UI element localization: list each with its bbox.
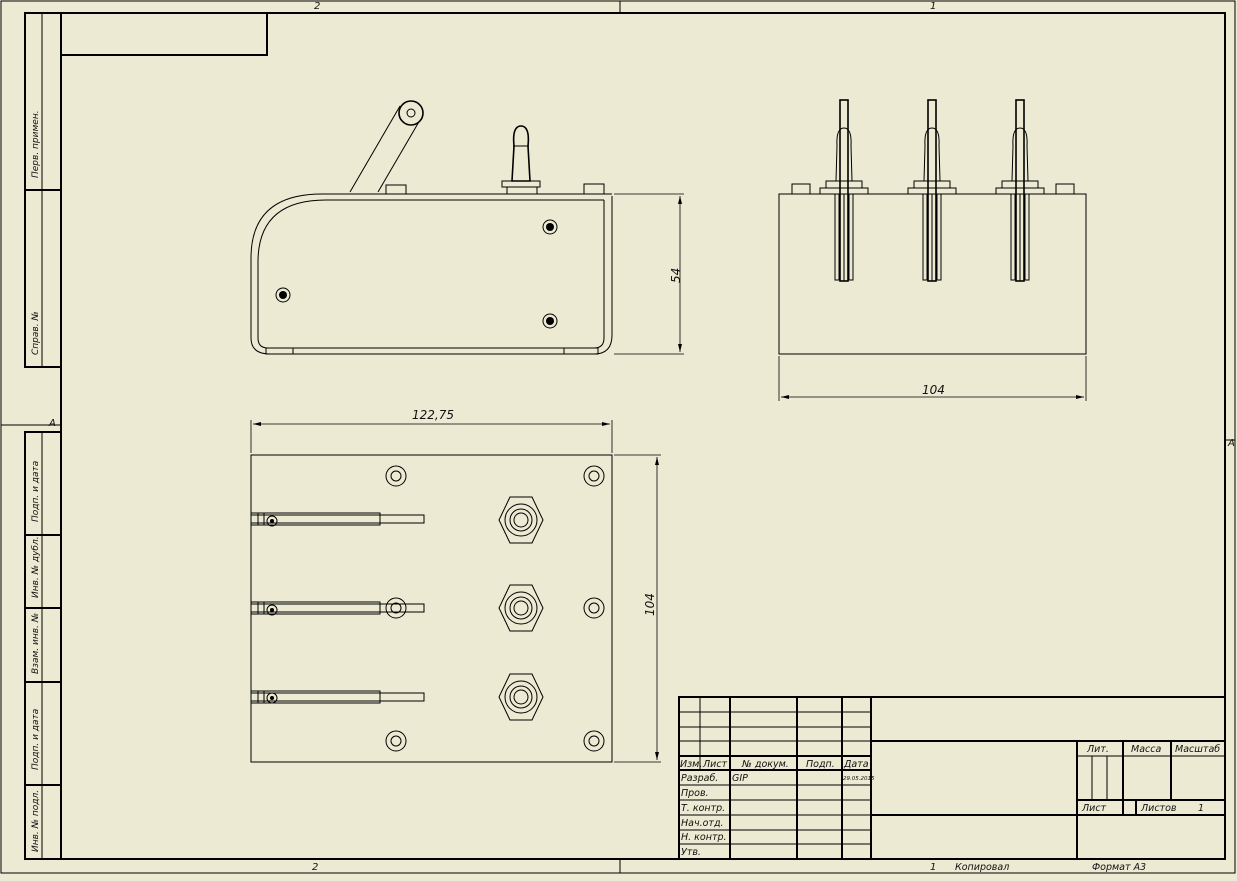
dimension-top-height <box>614 454 661 763</box>
dimension-side-width <box>778 356 1087 401</box>
side-label-podp-data-2: Подп. и дата <box>31 709 41 770</box>
toggle-switch-front <box>501 125 541 195</box>
title-block <box>678 696 1226 860</box>
side-label-inv-podl: Инв. № подл. <box>31 790 41 852</box>
side-lever-1 <box>819 99 869 282</box>
dimension-front-height <box>614 193 684 355</box>
dimension-104-side: 104 <box>922 383 945 397</box>
tb-row-n-kontr: Н. контр. <box>681 832 727 843</box>
tb-header-list: Лист <box>702 759 728 770</box>
tb-row-razrab: Разраб. <box>681 773 718 784</box>
tb-lit-label: Лит. <box>1086 744 1109 755</box>
tb-header-data: Дата <box>843 759 869 770</box>
tb-header-podp: Подп. <box>806 759 835 770</box>
tb-row-razrab-name: GIP <box>732 773 748 784</box>
zone-top-right: 1 <box>930 1 936 12</box>
side-label-sprav-no: Справ. № <box>31 311 41 355</box>
top-lever-2 <box>250 601 425 616</box>
tb-header-izm: Изм. <box>680 759 702 770</box>
side-view <box>778 99 1087 355</box>
side-label-podp-data-1: Подп. и дата <box>31 461 41 522</box>
zone-side-left: A <box>48 418 56 429</box>
side-label-perv-primen: Перв. примен. <box>31 110 41 178</box>
dimension-top-width <box>250 420 613 453</box>
tb-header-no-dokum: № докум. <box>741 759 789 770</box>
dimension-54: 54 <box>669 268 683 283</box>
zone-bottom-left: 2 <box>312 862 318 873</box>
hex-nut-3 <box>498 673 544 721</box>
zone-bottom-right: 1 <box>930 862 936 873</box>
tb-scale-label: Масштаб <box>1175 744 1220 755</box>
top-lever-1 <box>250 512 425 527</box>
zone-top-left: 2 <box>314 1 320 12</box>
side-column-upper <box>24 12 62 368</box>
top-view <box>250 454 613 763</box>
side-lever-3 <box>995 99 1045 282</box>
tb-sheet-label: Лист <box>1081 803 1107 814</box>
side-column-lower <box>24 431 62 860</box>
front-view <box>250 100 613 355</box>
tb-mass-label: Масса <box>1131 744 1161 755</box>
format-label: Формат А3 <box>1092 862 1146 873</box>
tb-row-prov: Пров. <box>681 788 709 799</box>
tb-row-nach-otd: Нач.отд. <box>681 818 724 829</box>
zone-side-right: A <box>1227 438 1235 449</box>
tb-row-razrab-date: 29.05.2015 <box>843 776 875 782</box>
tb-sheets-label: Листов <box>1140 803 1177 814</box>
side-lever-2 <box>907 99 957 282</box>
tb-sheets-value: 1 <box>1198 803 1204 814</box>
lever-handle <box>349 100 424 193</box>
side-label-vzam-inv: Взам. инв. № <box>31 613 41 674</box>
dimension-104-top: 104 <box>643 593 657 616</box>
side-label-inv-dubl: Инв. № дубл. <box>31 536 41 598</box>
top-lever-3 <box>250 690 425 704</box>
tb-row-utv: Утв. <box>681 847 701 858</box>
tb-row-t-kontr: Т. контр. <box>681 803 725 814</box>
copied-label: Копировал <box>955 862 1009 873</box>
hex-nut-1 <box>498 496 544 544</box>
hex-nut-2 <box>498 584 544 632</box>
dimension-122-75: 122,75 <box>412 408 454 422</box>
top-screws <box>385 465 605 752</box>
